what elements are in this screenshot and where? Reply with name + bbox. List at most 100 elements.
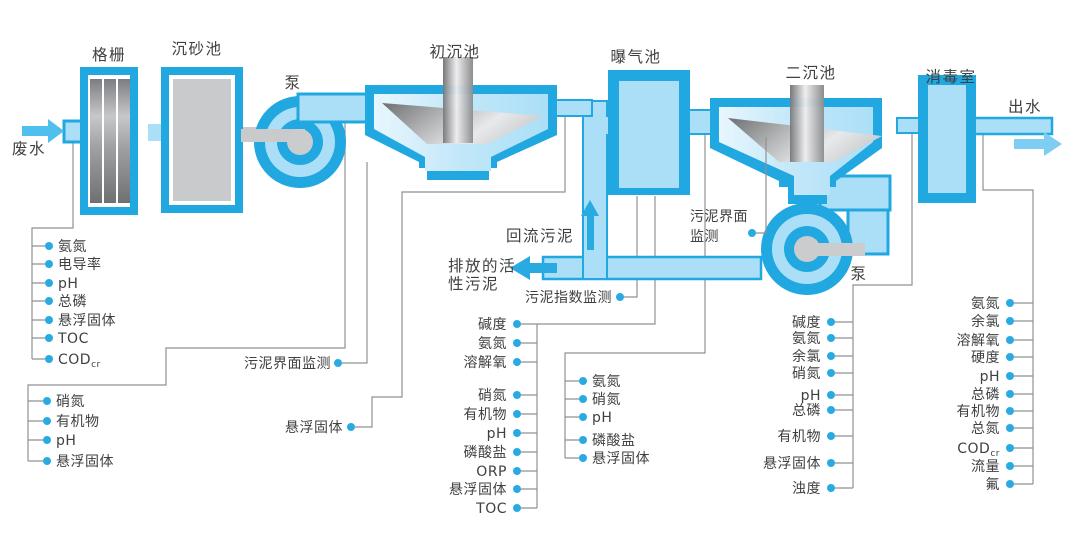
primary-influent-param-list: 硝氮 有机物 pH 悬浮固体: [56, 394, 114, 470]
connector-final-out-list: [982, 135, 1034, 485]
monitor-dot: [1006, 372, 1014, 380]
monitor-dot: [1006, 336, 1014, 344]
monitor-dot: [827, 334, 835, 342]
monitor-dot: [1006, 317, 1014, 325]
param-item: pH: [980, 369, 1000, 385]
param-item: ORP: [476, 464, 507, 480]
monitor-dot: [1006, 462, 1014, 470]
param-item: 硝氮: [56, 394, 85, 410]
grit-fill: [173, 79, 231, 201]
monitor-dot: [334, 359, 342, 367]
aeration-param-list: 碱度 氨氮 溶解氧 硝氮 有机物 pH 磷酸盐 ORP 悬浮固体 TOC: [449, 317, 507, 517]
monitor-dot: [1006, 353, 1014, 361]
monitor-dot: [827, 484, 835, 492]
param-item: 氟: [986, 477, 1001, 493]
aeration-fill: [619, 81, 679, 188]
monitor-dot: [43, 397, 51, 405]
monitor-dot: [1006, 407, 1014, 415]
param-item: pH: [58, 276, 78, 292]
label-secondary-clarifier: 二沉池: [785, 64, 836, 82]
unit-disinfection: [918, 75, 976, 203]
unit-secondary-clarifier: [710, 85, 882, 204]
monitor-dot: [513, 320, 521, 328]
connector-primary-out: [355, 116, 566, 428]
monitor-dot: [45, 334, 53, 342]
param-item: 总磷: [792, 403, 821, 419]
secondary-shaft-lower: [790, 85, 824, 162]
param-item: 氨氮: [58, 239, 87, 255]
param-item: 悬浮固体: [58, 313, 116, 329]
monitor-dot: [1006, 424, 1014, 432]
param-item: 有机物: [957, 404, 1001, 420]
monitor-dot: [579, 436, 587, 444]
mixed-liquor-param-list: 氨氮 硝氮 pH 磷酸盐 悬浮固体: [592, 374, 650, 467]
monitor-dot: [43, 436, 51, 444]
label-return-sludge: 回流污泥: [506, 227, 574, 245]
monitor-dot: [513, 448, 521, 456]
monitor-dot: [45, 355, 53, 363]
param-item: 碱度: [792, 315, 821, 331]
monitor-dot: [513, 504, 521, 512]
param-item: 电导率: [58, 256, 102, 273]
unit-pump-1: [241, 92, 372, 188]
unit-primary-clarifier: [365, 57, 557, 180]
monitor-dot: [827, 369, 835, 377]
screen-bar: [90, 79, 102, 203]
param-item: 硝氮: [592, 392, 621, 408]
param-item: 总氮: [971, 421, 1000, 437]
monitor-dot: [827, 432, 835, 440]
param-item: 余氯: [792, 348, 821, 365]
label-pump2: 泵: [850, 265, 867, 283]
monitor-dot: [579, 413, 587, 421]
pump1-outlet-pipe: [296, 92, 372, 124]
param-item: 磷酸盐: [592, 433, 636, 449]
connector-secondary-out-list: [835, 133, 913, 489]
monitor-dot: [43, 457, 51, 465]
screen-bar: [104, 79, 116, 203]
monitor-dot: [45, 316, 53, 324]
primary-shaft-lower: [443, 57, 473, 143]
param-item: pH: [592, 410, 612, 426]
monitor-dot: [748, 229, 756, 237]
monitor-dot: [616, 293, 624, 301]
param-item: 总磷: [58, 294, 87, 310]
param-item: 悬浮固体: [763, 456, 821, 472]
param-item: 有机物: [464, 407, 508, 423]
param-item: 氨氮: [971, 296, 1000, 312]
riser-up-arrow-icon: [581, 200, 599, 250]
pipe-secondary-disinfection: [896, 117, 922, 134]
param-item: 流量: [971, 459, 1000, 475]
param-item: 氨氮: [792, 331, 821, 347]
pipe-inlet: [62, 119, 84, 144]
param-item: 有机物: [778, 429, 822, 445]
label-aeration-tank: 曝气池: [610, 48, 661, 66]
param-item: 硝氮: [792, 366, 821, 382]
monitor-dot: [579, 395, 587, 403]
param-item: pH: [56, 433, 76, 449]
connector-aeration-list: [521, 196, 656, 509]
param-item: 氨氮: [478, 336, 507, 352]
monitor-dot: [513, 467, 521, 475]
monitor-dot: [513, 410, 521, 418]
label-primary-clarifier: 初沉池: [429, 43, 480, 61]
screen-bar: [118, 79, 130, 203]
param-item-cod: CODcr: [957, 441, 1000, 459]
pipe-primary-out: [551, 99, 593, 117]
secondary-effluent-param-list: 碱度 氨氮 余氯 硝氮 pH 总磷 有机物 悬浮固体 浊度: [763, 315, 821, 497]
connector-lines: [27, 116, 1034, 509]
unit-grit-chamber: [161, 67, 243, 213]
param-item: 总磷: [971, 387, 1000, 403]
param-item: 悬浮固体: [56, 454, 114, 470]
pipe-screen-grit: [148, 124, 164, 141]
pump1-center: [287, 129, 313, 155]
unit-pump-2: [761, 174, 892, 295]
label-pump1: 泵: [284, 74, 301, 92]
label-primary-sludge-interface: 污泥界面监测: [244, 356, 331, 372]
monitor-dot: [1006, 444, 1014, 452]
monitor-captions: 污泥界面监测 污泥指数监测 污泥界面 监测: [244, 209, 748, 372]
param-item: 浊度: [792, 481, 821, 497]
unit-aeration-tank: [608, 70, 690, 195]
label-grit-chamber: 沉砂池: [171, 40, 222, 58]
